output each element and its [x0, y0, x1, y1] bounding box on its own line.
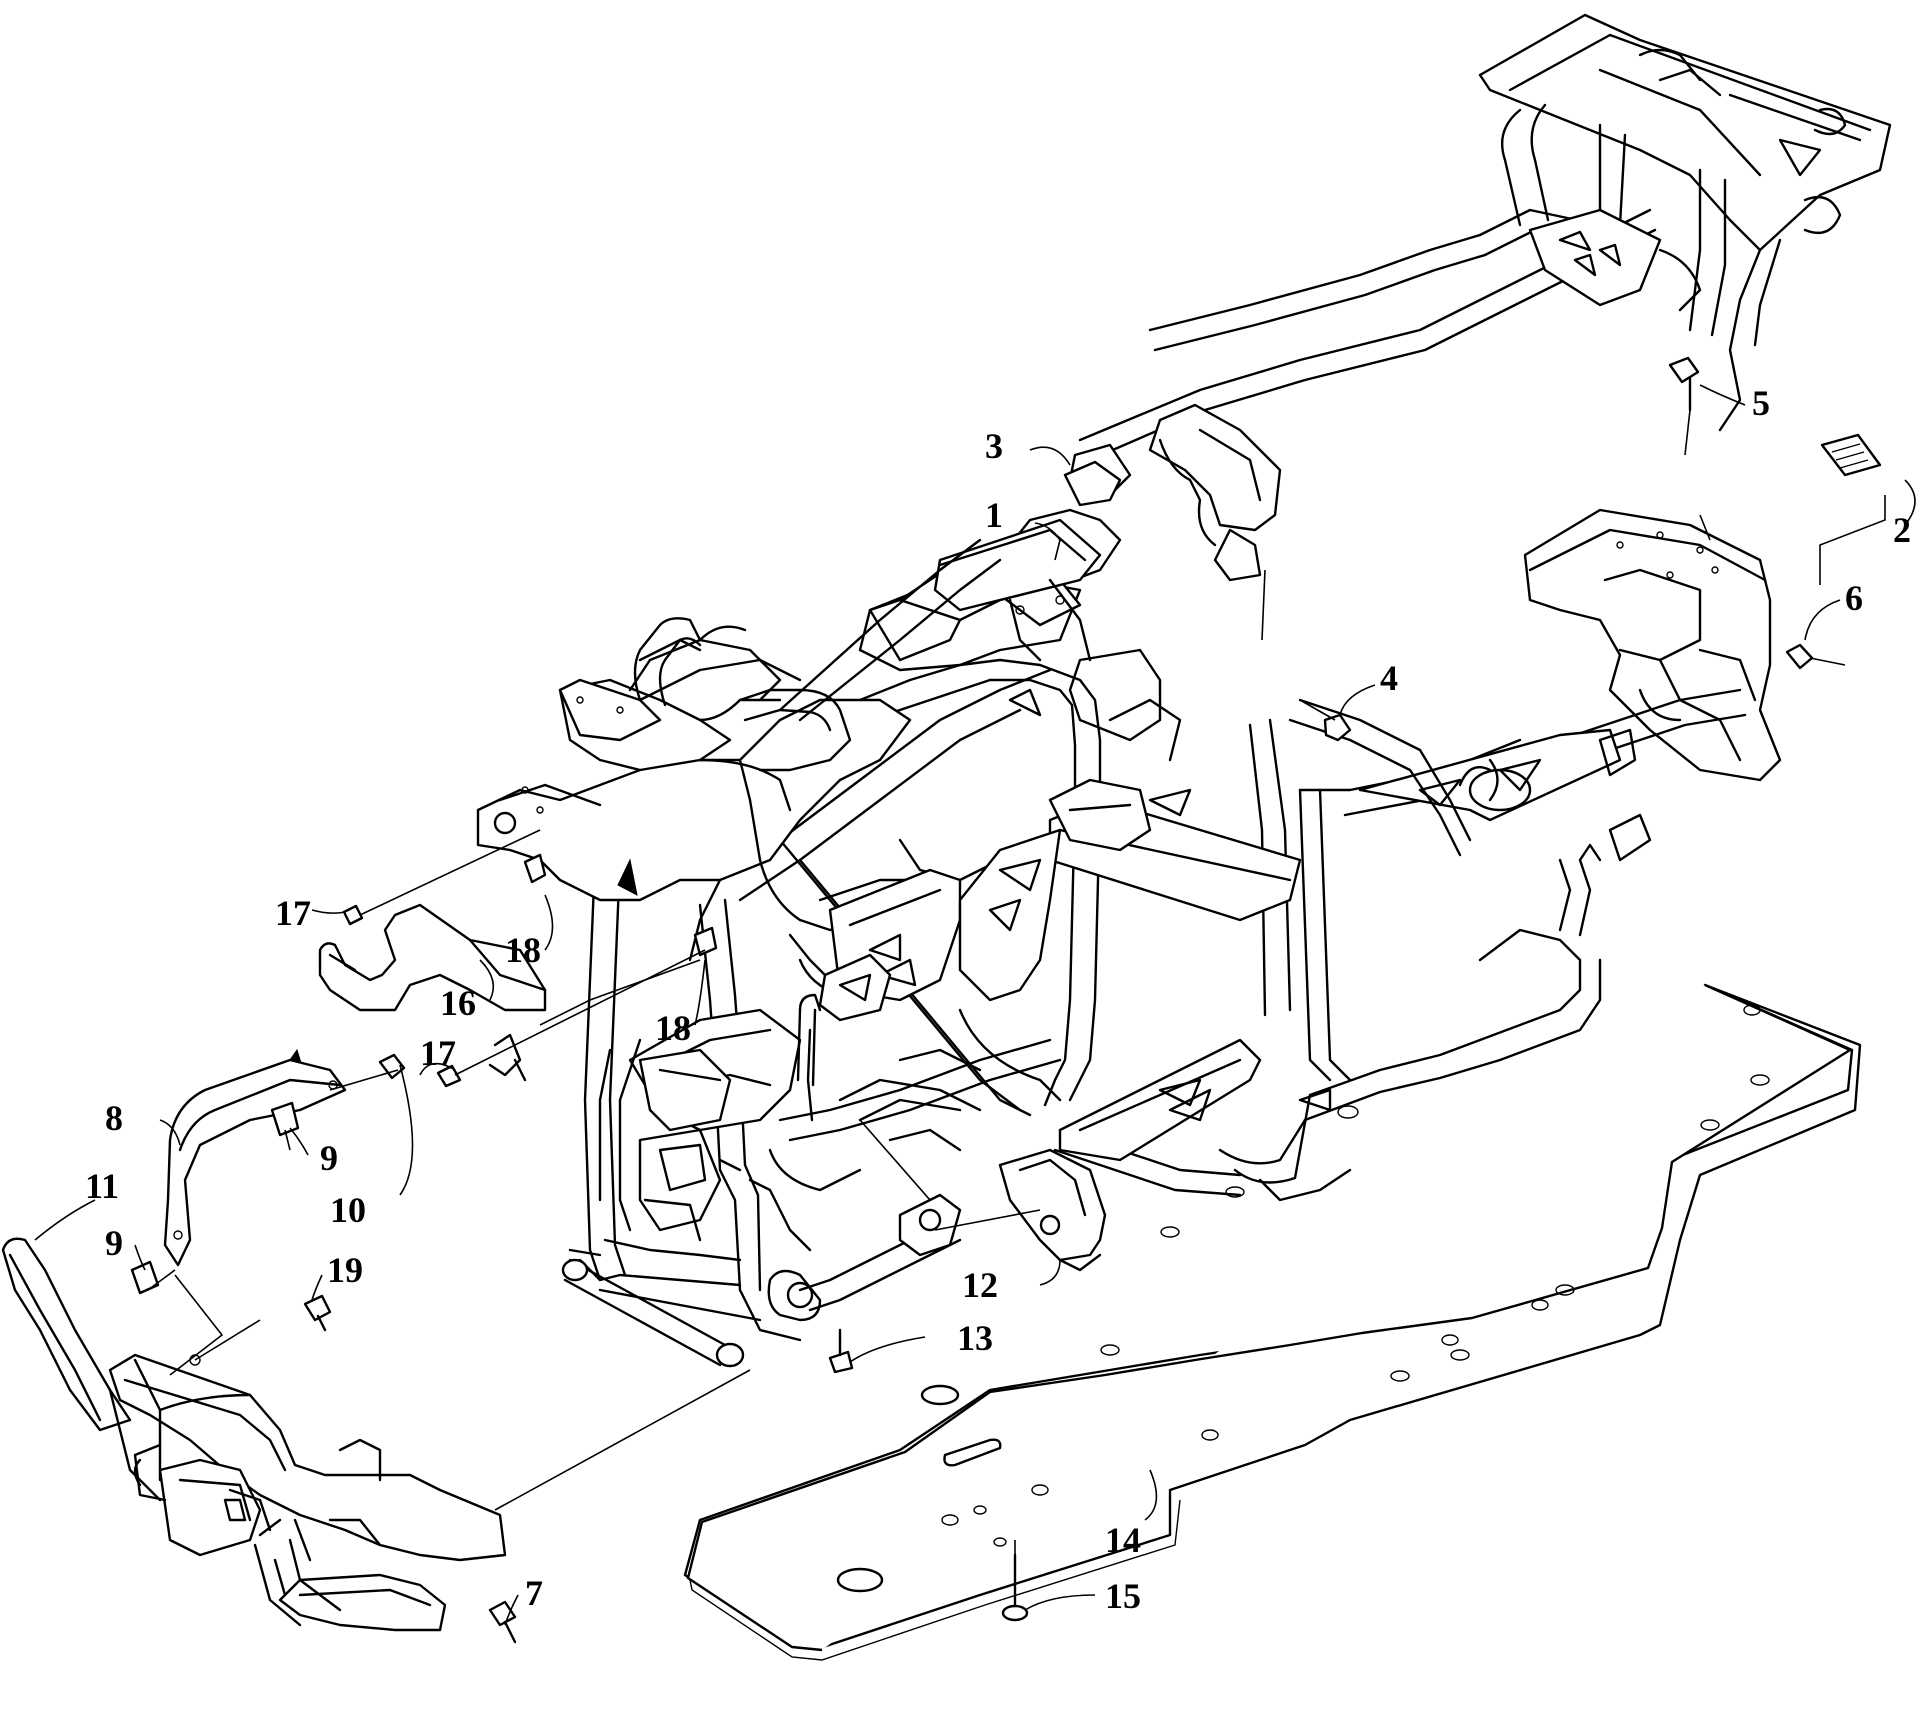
front-bumper-part: [1, 1237, 507, 1632]
callout-leaders: [34, 384, 1916, 1626]
callout-9b: 9: [105, 1223, 123, 1263]
skid-plate-part: [683, 983, 1862, 1661]
bracket-part-8: [163, 1058, 347, 1267]
callout-10: 10: [330, 1190, 366, 1230]
main-frame-part: [282, 13, 1892, 1368]
fastener-parts: [130, 356, 1882, 1644]
leader-lines: [147, 409, 1886, 1555]
callout-14: 14: [1105, 1520, 1141, 1560]
callout-4: 4: [1380, 658, 1398, 698]
callout-16: 16: [440, 983, 476, 1023]
callout-3: 3: [985, 426, 1003, 466]
callout-18a: 18: [505, 930, 541, 970]
callout-7: 7: [525, 1573, 543, 1613]
callout-15: 15: [1105, 1576, 1141, 1616]
callout-19: 19: [327, 1250, 363, 1290]
callout-2: 2: [1893, 510, 1911, 550]
callout-11: 11: [85, 1166, 119, 1206]
callout-5: 5: [1752, 383, 1770, 423]
callout-8: 8: [105, 1098, 123, 1138]
callout-9a: 9: [320, 1138, 338, 1178]
callout-6: 6: [1845, 578, 1863, 618]
callout-1: 1: [985, 495, 1003, 535]
bracket-part-16: [318, 903, 547, 1012]
callout-18b: 18: [655, 1008, 691, 1048]
callout-17a: 17: [275, 893, 311, 933]
callout-17b: 17: [420, 1033, 456, 1073]
callout-13: 13: [957, 1318, 993, 1358]
callout-labels: 1 2 3 4 5 6 7 8 9 9 10 11 12 13 14 15 16…: [85, 383, 1911, 1616]
callout-12: 12: [962, 1265, 998, 1305]
